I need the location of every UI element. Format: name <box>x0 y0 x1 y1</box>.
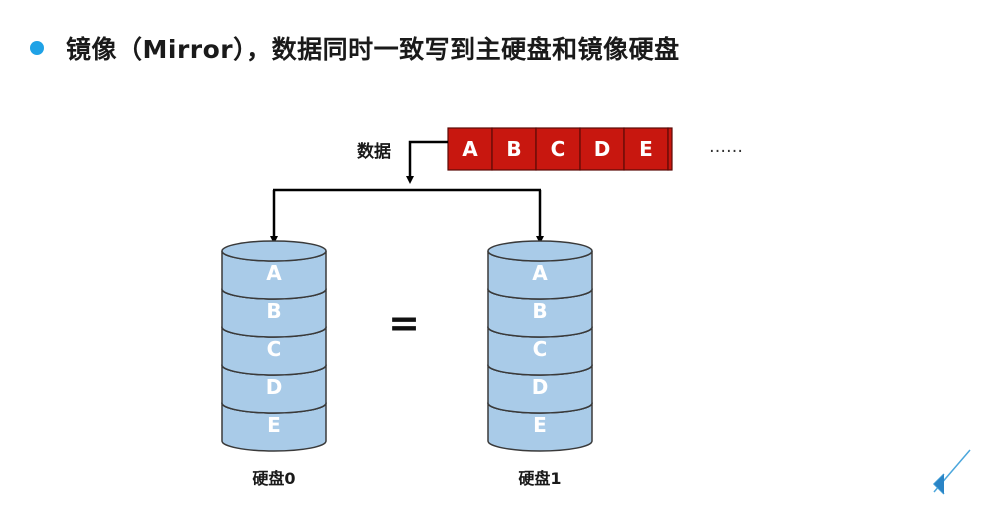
equals-sign: = <box>388 301 420 345</box>
data-block-label: E <box>639 137 653 161</box>
disk-1-label: 硬盘1 <box>518 469 561 488</box>
data-block-strip: A B C D E <box>447 127 673 171</box>
disk-block-label: D <box>266 375 283 399</box>
data-block-a <box>447 127 493 171</box>
disk-block-label: B <box>266 299 281 323</box>
title-row: 镜像（Mirror），数据同时一致写到主硬盘和镜像硬盘 <box>30 24 680 72</box>
disk-block-label: D <box>532 375 549 399</box>
data-block-e <box>623 127 669 171</box>
bullet-dot <box>30 41 44 55</box>
data-block-label: B <box>506 137 521 161</box>
disk-block-label: E <box>533 413 547 437</box>
disk-block-label: C <box>533 337 548 361</box>
disk-segment-rim <box>221 240 327 262</box>
disk-block-label: B <box>532 299 547 323</box>
disk-block-label: E <box>267 413 281 437</box>
disk-block-label: C <box>267 337 282 361</box>
disk-block-label: A <box>266 261 282 285</box>
data-label: 数据 <box>357 141 391 162</box>
data-block-tail <box>667 127 673 171</box>
data-block-label: C <box>551 137 566 161</box>
ellipsis-text: …… <box>709 137 743 157</box>
data-block-label: A <box>462 137 478 161</box>
corner-decoration-icon <box>932 449 971 495</box>
disk-0-label: 硬盘0 <box>252 469 295 488</box>
disk-block-label: A <box>532 261 548 285</box>
data-block-label: D <box>594 137 611 161</box>
data-block-d <box>579 127 625 171</box>
disk-segment-rim <box>487 240 593 262</box>
data-flow-arrow <box>406 140 448 184</box>
data-block-c <box>535 127 581 171</box>
slide-title: 镜像（Mirror），数据同时一致写到主硬盘和镜像硬盘 <box>66 35 680 64</box>
